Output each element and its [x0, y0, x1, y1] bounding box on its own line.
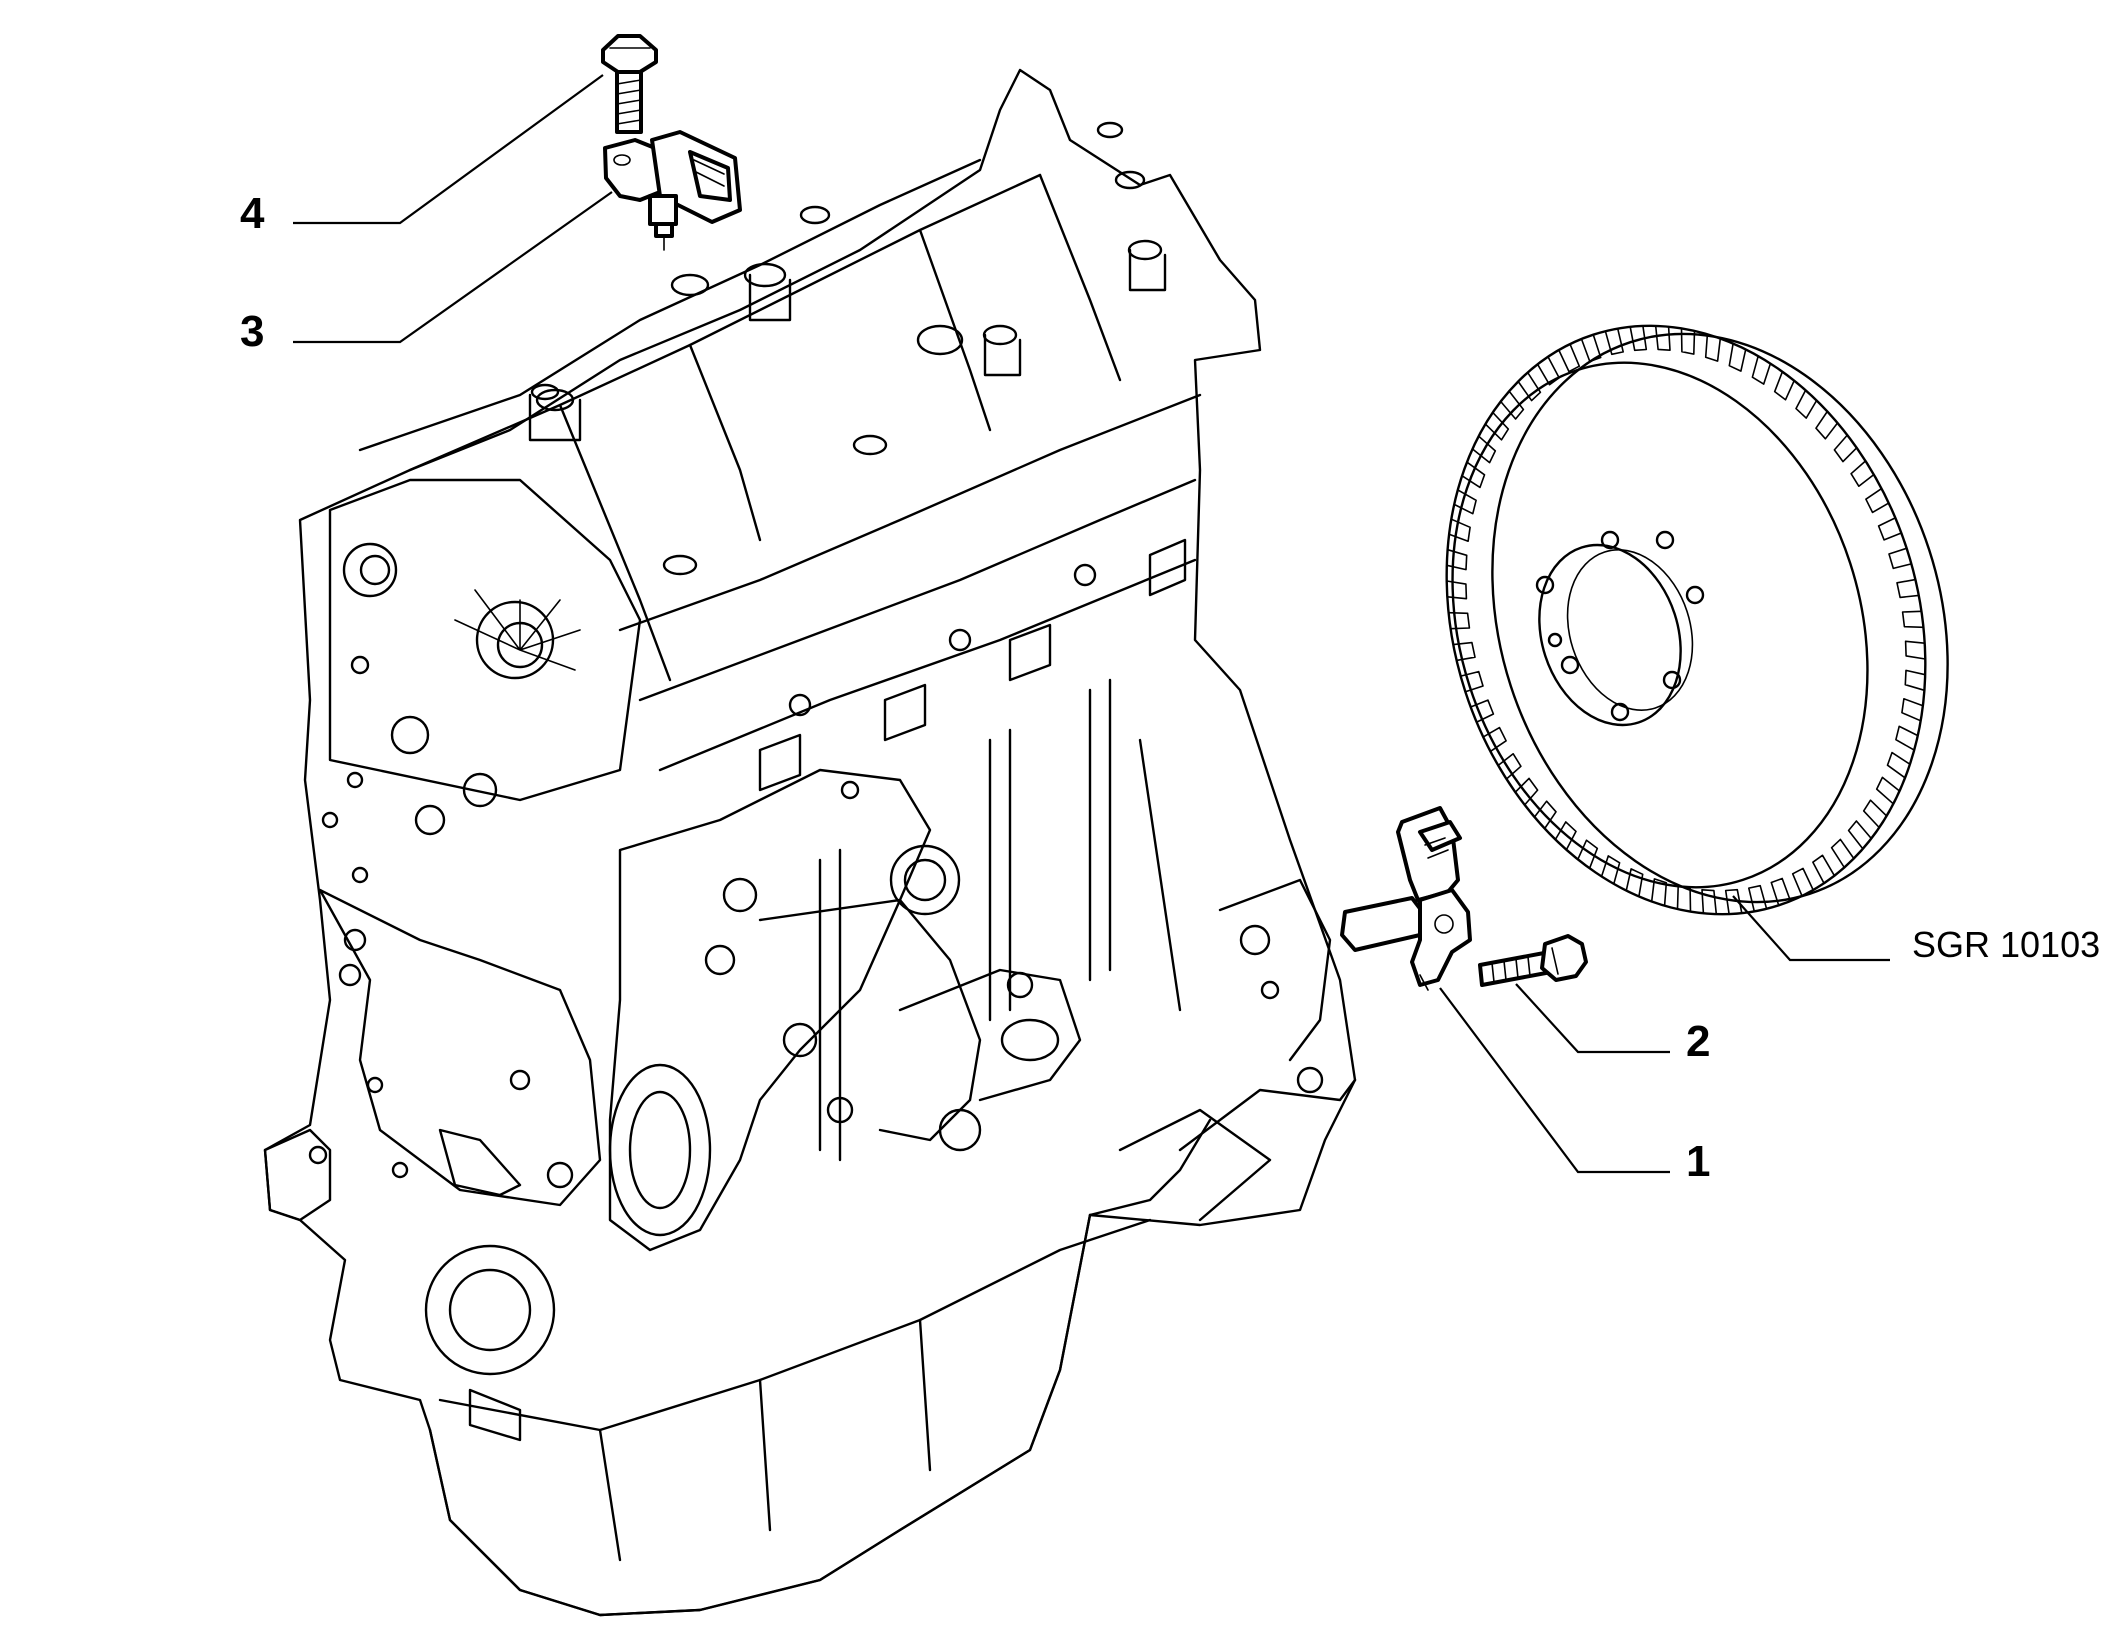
part-label-4: 4: [240, 189, 265, 238]
reference-code: SGR 10103: [1912, 924, 2100, 965]
part-label-2: 2: [1686, 1017, 1710, 1066]
part-label-1: 1: [1686, 1137, 1710, 1186]
engine-block-illustration: [263, 68, 1357, 1617]
camshaft-caps: [528, 121, 1167, 576]
sensor-bolt-icon: [601, 34, 658, 134]
leader-line-2: [1515, 983, 1670, 1054]
crankshaft-sensor-icon: [1340, 806, 1472, 991]
leader-line-1: [1439, 987, 1670, 1174]
part-label-3: 3: [240, 307, 264, 356]
flywheel-tone-wheel-icon: [1445, 324, 1949, 916]
camshaft-sensor-icon: [603, 130, 742, 251]
leader-line-reference: [1732, 895, 1890, 962]
leader-line-3: [293, 191, 613, 344]
leader-line-4: [293, 74, 604, 225]
crank-sensor-bolt-icon: [1478, 934, 1588, 987]
leader-lines: [293, 74, 1890, 1174]
